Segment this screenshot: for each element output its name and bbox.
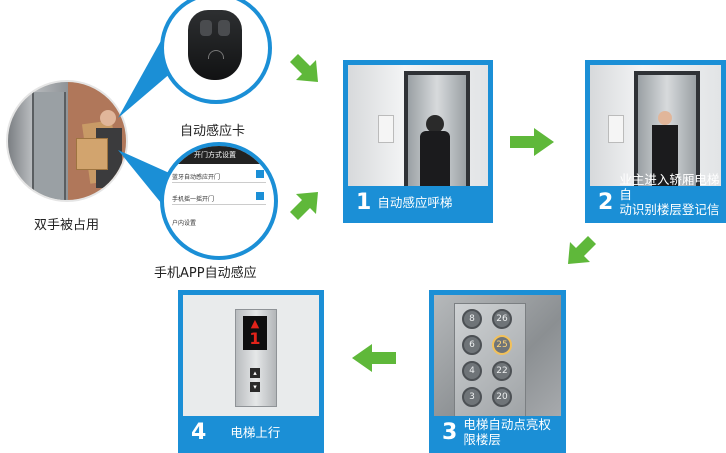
auto-sensing-card-label: 自动感应卡 xyxy=(180,124,246,139)
arrow-down-left-icon xyxy=(568,236,596,264)
elevator-display-photo: ▲ 1 ▴ ▾ xyxy=(183,295,319,416)
arrow-up-right-icon xyxy=(290,192,318,220)
person-carrying-boxes-image xyxy=(6,80,128,202)
step-number: 3 xyxy=(442,419,458,445)
floor-button-25[interactable]: 25 xyxy=(492,335,512,355)
checkbox-icon xyxy=(256,192,264,200)
phone-app-callout: 开门方式设置 蓝牙自动感应开门 手机摇一摇开门 户内设置 xyxy=(160,142,278,260)
down-button[interactable]: ▾ xyxy=(250,382,260,392)
phone-app-label: 手机APP自动感应 xyxy=(154,266,257,281)
floor-number: 1 xyxy=(249,329,261,348)
step-3-panel: 8 26 6 25 4 22 3 20 3 电梯自动点亮权 限楼层 xyxy=(429,290,566,453)
floor-button-6[interactable]: 6 xyxy=(462,335,482,355)
app-header: 开门方式设置 xyxy=(164,146,274,164)
step-text-line2: 限楼层 xyxy=(463,432,501,447)
step-text-line2: 动识别楼层登记信息 xyxy=(619,202,720,218)
floor-button-8[interactable]: 8 xyxy=(462,309,482,329)
remote-fob-icon xyxy=(188,10,242,80)
floor-button-3[interactable]: 3 xyxy=(462,387,482,407)
floor-button-20[interactable]: 20 xyxy=(492,387,512,407)
elevator-buttons-photo: 8 26 6 25 4 22 3 20 xyxy=(434,295,561,416)
elevator-recognition-photo xyxy=(590,65,721,186)
step-2-panel: 2 业主进入轿厢电梯自 动识别楼层登记信息 xyxy=(585,60,726,223)
step-text: 电梯上行 xyxy=(230,424,281,440)
app-row-settings: 户内设置 xyxy=(172,220,197,227)
floor-button-grid: 8 26 6 25 4 22 3 20 xyxy=(462,309,522,416)
up-button[interactable]: ▴ xyxy=(250,368,260,378)
step-text-line1: 电梯自动点亮权 xyxy=(463,417,551,432)
step-3-caption: 3 电梯自动点亮权 限楼层 xyxy=(434,416,561,448)
app-row-bluetooth: 蓝牙自动感应开门 xyxy=(172,174,221,181)
arrow-left-icon xyxy=(352,344,396,372)
hands-occupied-label: 双手被占用 xyxy=(34,218,100,233)
step-number: 1 xyxy=(356,189,372,215)
app-screen-title: 开门方式设置 xyxy=(194,151,236,159)
floor-button-26[interactable]: 26 xyxy=(492,309,512,329)
step-text: 自动感应呼梯 xyxy=(377,194,453,210)
floor-display: ▲ 1 xyxy=(243,316,267,350)
step-4-panel: ▲ 1 ▴ ▾ 4 电梯上行 xyxy=(178,290,324,453)
floor-button-4[interactable]: 4 xyxy=(462,361,482,381)
step-number: 2 xyxy=(598,189,614,215)
hall-panel: ▲ 1 ▴ ▾ xyxy=(235,309,277,407)
app-row-shake: 手机摇一摇开门 xyxy=(172,196,215,203)
arrow-down-right-icon xyxy=(290,54,318,82)
step-1-panel: 1 自动感应呼梯 xyxy=(343,60,493,223)
step-1-caption: 1 自动感应呼梯 xyxy=(348,186,488,218)
elevator-call-photo xyxy=(348,65,488,186)
step-text-line1: 业主进入轿厢电梯自 xyxy=(619,172,720,202)
floor-button-22[interactable]: 22 xyxy=(492,361,512,381)
step-4-caption: 4 电梯上行 xyxy=(183,416,319,448)
up-arrow-icon: ▲ xyxy=(250,317,260,330)
step-2-caption: 2 业主进入轿厢电梯自 动识别楼层登记信息 xyxy=(590,172,721,218)
checkbox-icon xyxy=(256,170,264,178)
remote-fob-callout xyxy=(160,0,272,104)
step-number: 4 xyxy=(191,419,207,445)
arrow-right-icon xyxy=(510,128,554,156)
